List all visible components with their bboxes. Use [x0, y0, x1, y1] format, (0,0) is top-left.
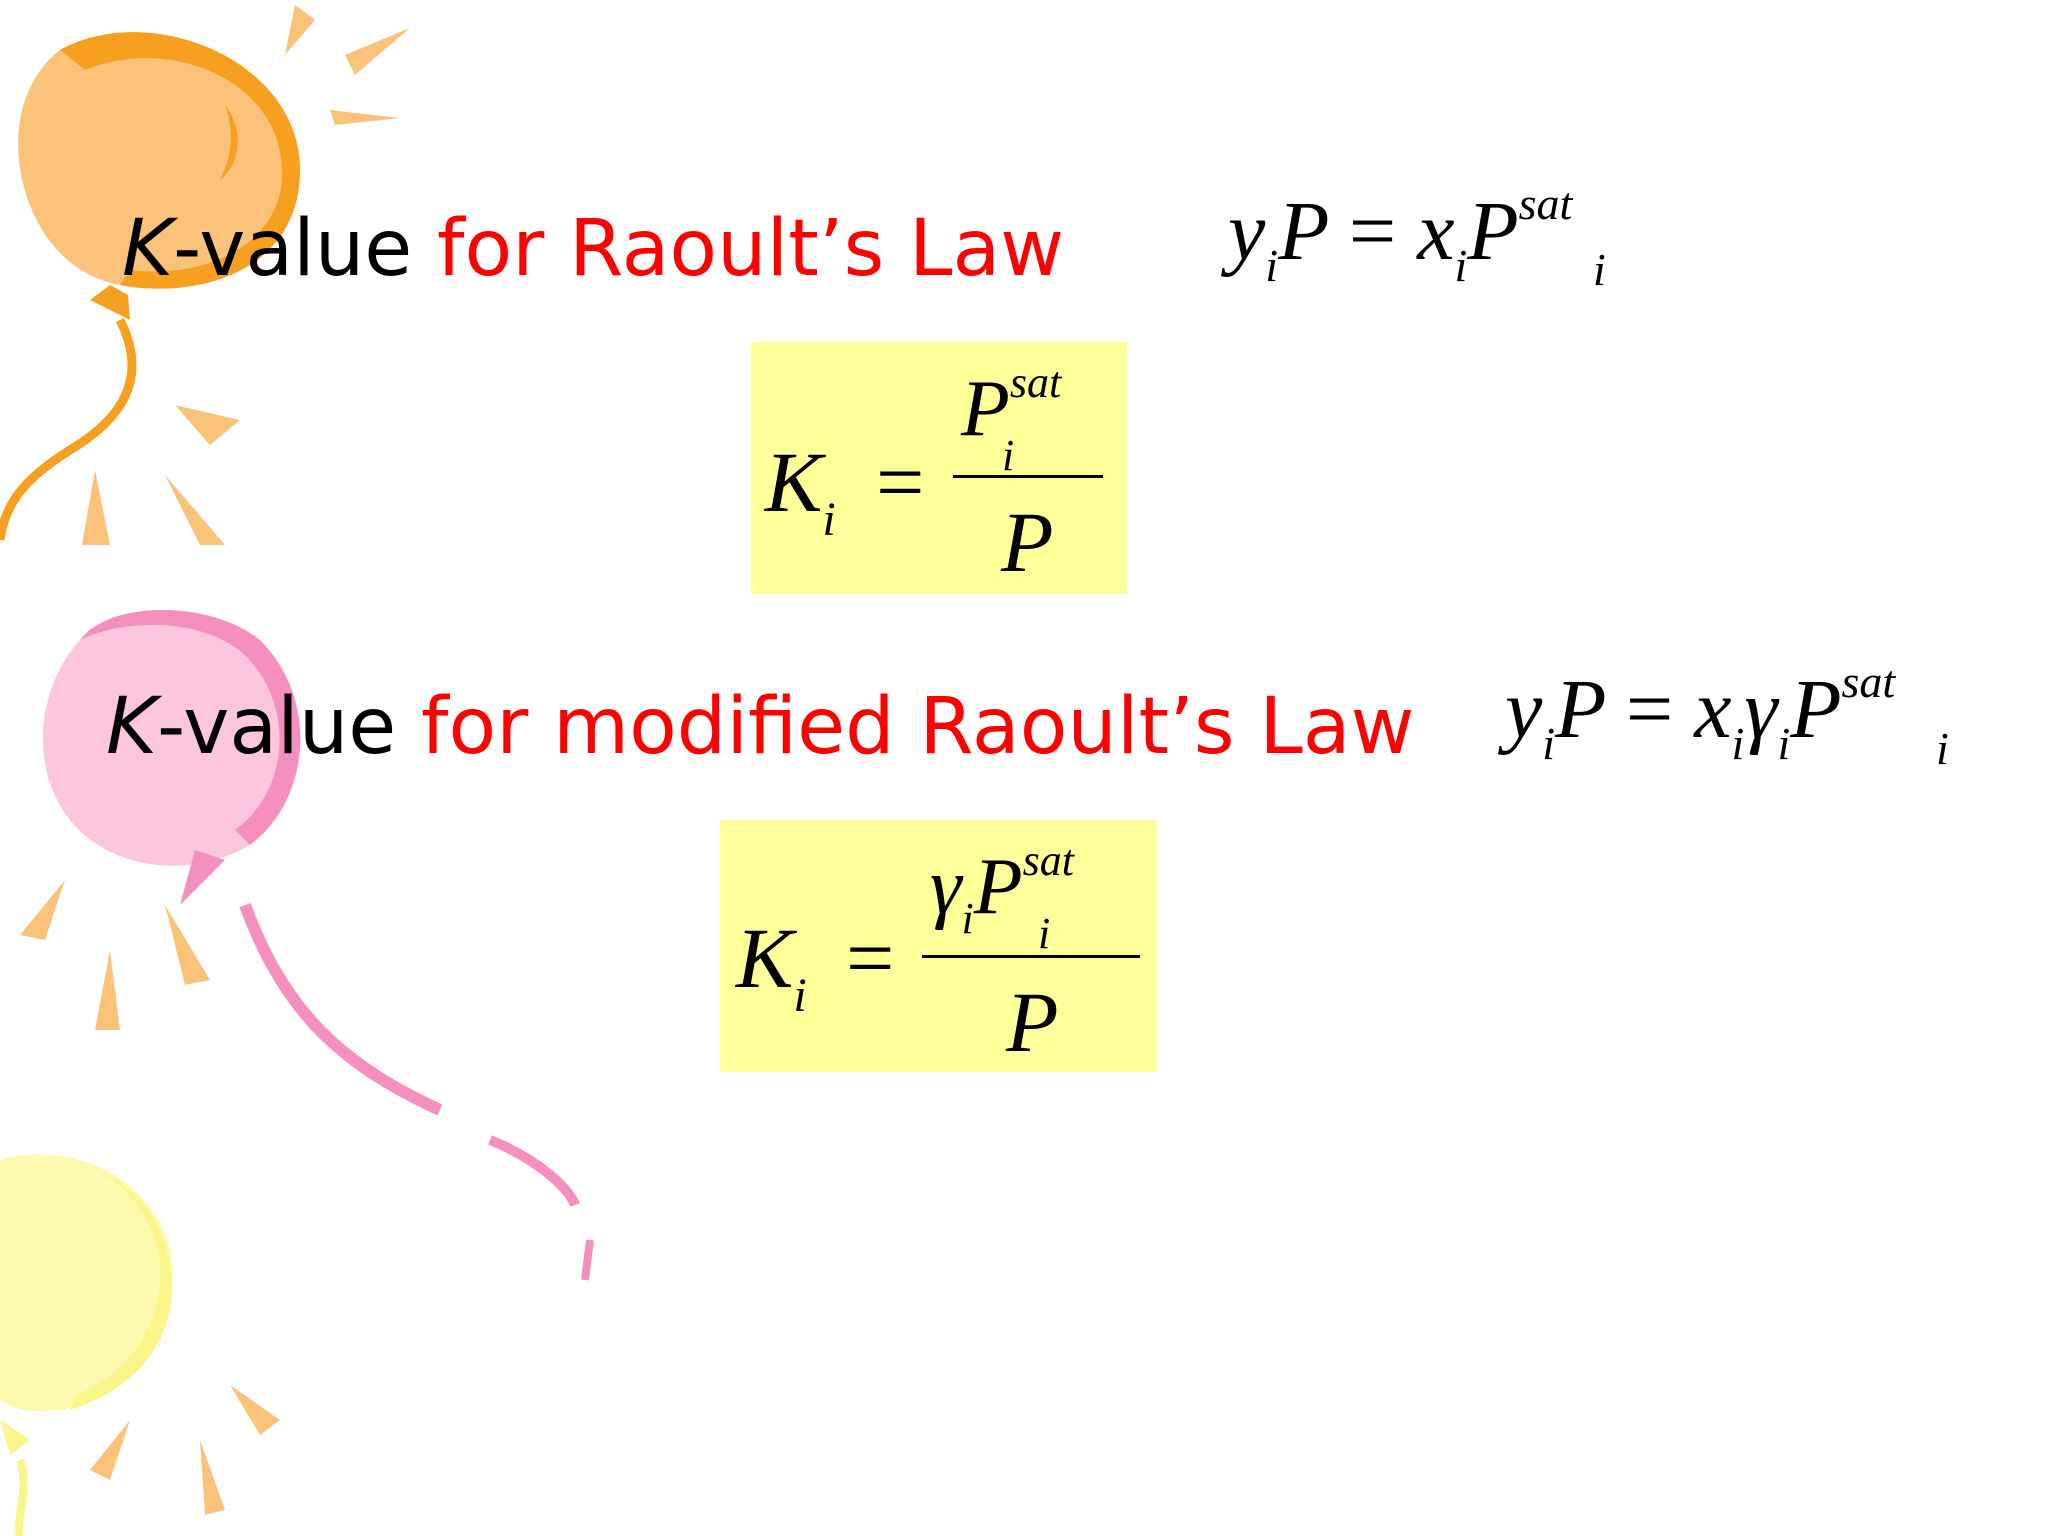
eq-sub: i: [1777, 718, 1791, 769]
denominator: P: [1001, 494, 1054, 590]
k-letter: K: [106, 682, 158, 772]
num-P: P: [961, 365, 1010, 453]
K-symbol: K: [736, 910, 794, 1006]
eq-P-sat: P: [1467, 185, 1519, 278]
modified-raoult-law-equation: yiP = xiγiPsat: [1505, 659, 1895, 767]
formula-equals: =: [876, 434, 925, 530]
pink-balloon: [20, 610, 594, 1281]
value-text: -value: [173, 204, 413, 294]
k-value-formula-box: Ki = Psat i P: [751, 342, 1127, 594]
eq-sub-i: i: [1936, 723, 1949, 774]
K-sub: i: [822, 493, 836, 546]
num-P: P: [973, 843, 1023, 931]
formula-equals: =: [846, 910, 895, 1006]
eq-sup-sat: sat: [1841, 656, 1896, 707]
num-sub: i: [1002, 431, 1015, 480]
eq-x: x: [1694, 663, 1732, 756]
num-sup: sat: [1009, 358, 1062, 407]
eq-P: P: [1278, 185, 1328, 278]
eq-sub: i: [1731, 718, 1745, 769]
eq-equals: =: [1625, 663, 1674, 756]
num-gamma-sub: i: [961, 894, 974, 943]
num-sub: i: [1038, 909, 1051, 958]
eq-P: P: [1555, 663, 1605, 756]
fraction-bar: [953, 475, 1103, 478]
heading-rest-text: for modified Raoult’s Law: [396, 682, 1415, 772]
formula-K: Ki: [765, 432, 836, 546]
yellow-balloon: [0, 1154, 280, 1536]
eq-sup-sat: sat: [1518, 178, 1573, 229]
modified-k-value-formula-box: Ki = γiPsat i P: [720, 820, 1157, 1072]
eq-sub: i: [1542, 718, 1556, 769]
K-sub: i: [793, 969, 807, 1022]
k-letter: K: [122, 204, 174, 294]
eq-equals: =: [1348, 185, 1397, 278]
numerator: γiPsat: [930, 836, 1074, 943]
eq-gamma: γ: [1744, 663, 1778, 756]
fraction-bar: [922, 955, 1140, 958]
eq-sub: i: [1265, 240, 1279, 291]
raoult-law-equation: yiP = xiPsat: [1228, 181, 1572, 289]
denominator: P: [1006, 974, 1059, 1070]
num-sup: sat: [1022, 836, 1074, 885]
value-text: -value: [157, 682, 397, 772]
eq-sub-i: i: [1593, 244, 1606, 295]
heading-rest-text: for Raoult’s Law: [412, 204, 1065, 294]
num-gamma: γ: [930, 843, 962, 931]
K-symbol: K: [765, 434, 823, 530]
eq-sub: i: [1454, 240, 1468, 291]
formula-K: Ki: [736, 908, 807, 1022]
eq-x: x: [1417, 185, 1455, 278]
eq-y: y: [1505, 663, 1543, 756]
orange-balloon: [0, 5, 410, 545]
eq-P-sat: P: [1790, 663, 1842, 756]
raoult-law-heading: K-value for Raoult’s Law: [122, 210, 1064, 288]
numerator: Psat: [961, 358, 1061, 455]
eq-y: y: [1228, 185, 1266, 278]
modified-raoult-law-heading: K-value for modified Raoult’s Law: [106, 688, 1414, 766]
